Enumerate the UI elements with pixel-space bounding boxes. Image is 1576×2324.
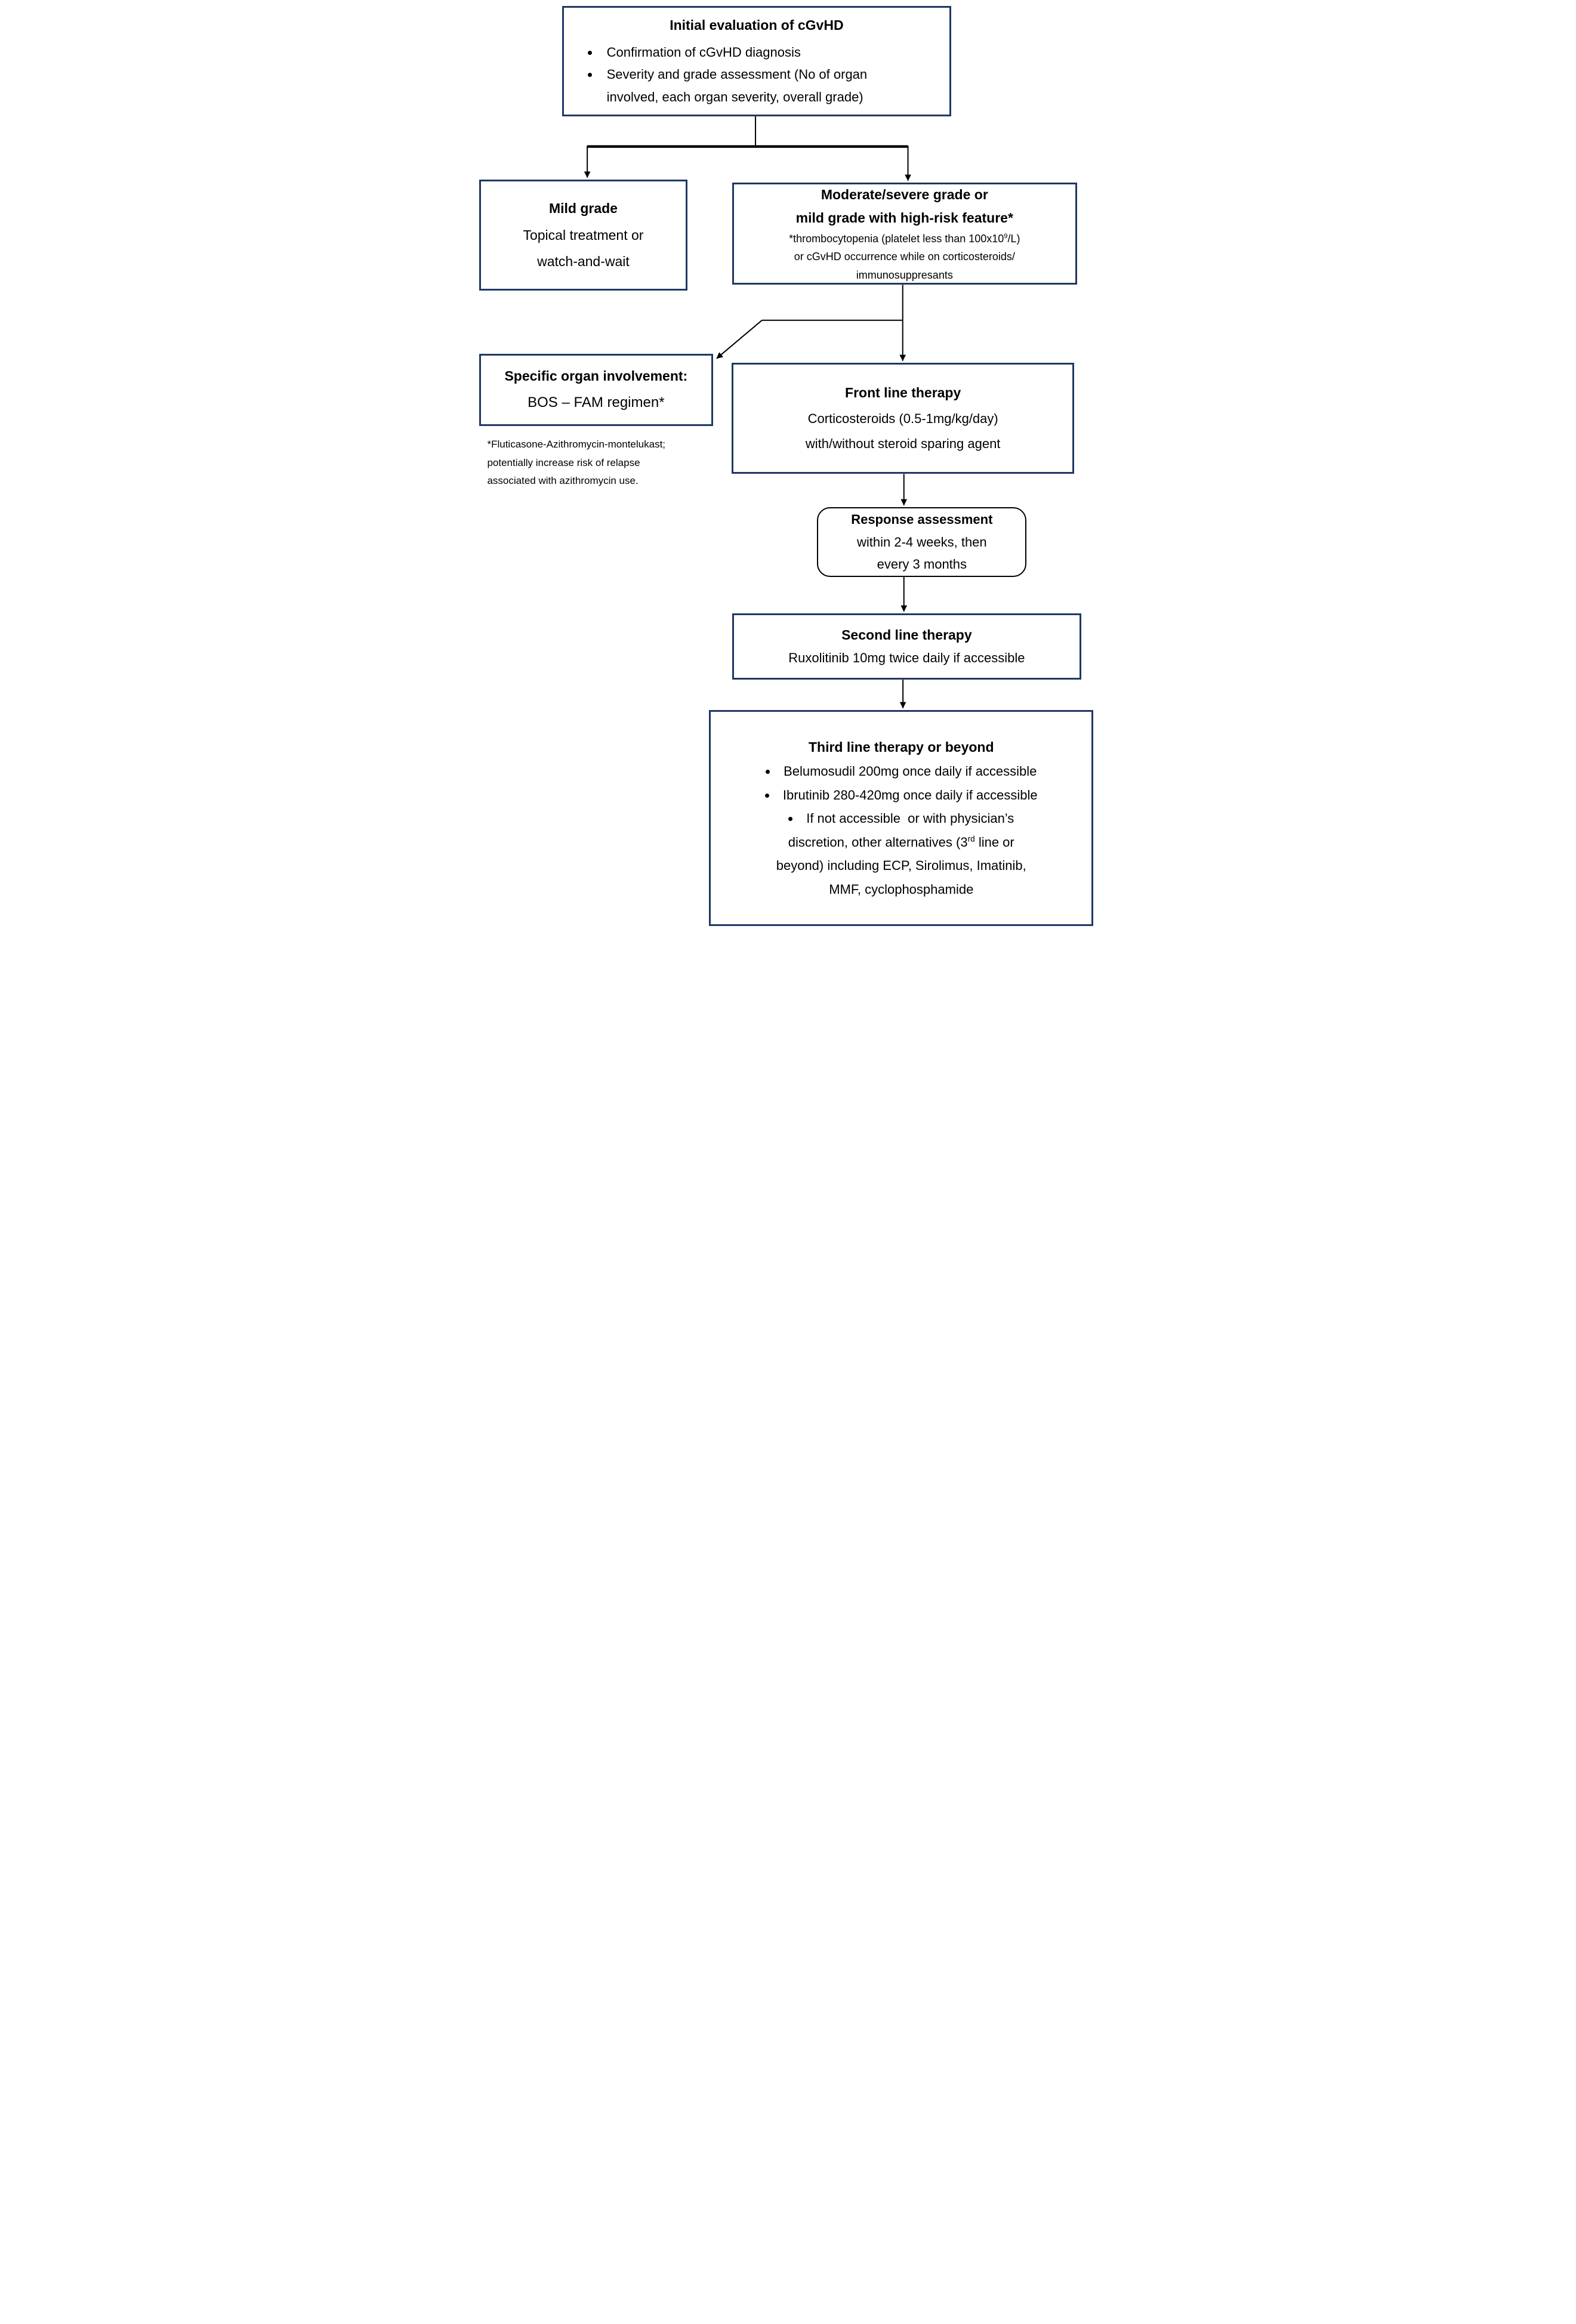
box-line: every 3 months [877,557,967,572]
box-title: Third line therapy or beyond [808,739,994,755]
bullet-text: Severity and grade assessment (No of org… [606,67,868,82]
line-text: discretion, other alternatives (3 [788,834,968,850]
third-line-bullet-list: Belumosudil 200mg once daily if accessib… [719,760,1083,831]
bullet-text: involved, each organ severity, overall g… [606,89,863,105]
superscript: 9 [1004,232,1008,240]
second-line-therapy-box: Second line therapy Ruxolitinib 10mg twi… [732,613,1082,680]
box-title: Response assessment [851,512,993,527]
note-text: *thrombocytopenia (platelet less than 10… [789,232,1004,245]
box-title: Moderate/severe grade or [821,186,988,202]
box-line: Ruxolitinib 10mg twice daily if accessib… [788,650,1025,666]
bullet-text: Belumosudil 200mg once daily if accessib… [784,763,1037,779]
mild-grade-box: Mild grade Topical treatment or watch-an… [479,179,688,291]
box-title: Specific organ involvement: [504,368,688,384]
list-item: Severity and grade assessment (No of org… [600,63,936,109]
connector-lines [584,116,911,709]
superscript: rd [967,834,975,844]
box-line: watch-and-wait [537,254,630,270]
bullet-text: Confirmation of cGvHD diagnosis [606,44,801,60]
note-text: /L) [1007,232,1020,245]
box-title: Mild grade [548,200,618,216]
box-line: Corticosteroids (0.5-1mg/kg/day) [807,411,998,427]
box-title: Second line therapy [841,627,972,643]
cgvhd-flowchart: Initial evaluation of cGvHD Confirmation… [473,0,1103,930]
moderate-severe-box: Moderate/severe grade or mild grade with… [732,182,1077,285]
response-assessment-box: Response assessment within 2-4 weeks, th… [817,507,1027,577]
box-title: Initial evaluation of cGvHD [670,17,844,33]
bullet-text: If not accessible or with physician’s [806,811,1014,826]
initial-evaluation-box: Initial evaluation of cGvHD Confirmation… [562,5,952,117]
box-line: BOS – FAM regimen* [528,394,665,411]
list-item: Confirmation of cGvHD diagnosis [600,41,936,64]
initial-bullet-list: Confirmation of cGvHD diagnosis Severity… [578,41,936,109]
line-text: line or [974,834,1014,850]
box-line: Topical treatment or [523,227,644,243]
box-line: with/without steroid sparing agent [805,436,1001,451]
third-line-therapy-box: Third line therapy or beyond Belumosudil… [709,710,1094,926]
box-note: *thrombocytopenia (platelet less than 10… [789,230,1020,248]
footnote-line: *Fluticasone-Azithromycin-montelukast; [487,438,666,450]
box-line: within 2-4 weeks, then [856,534,987,550]
bullet-text: Ibrutinib 280-420mg once daily if access… [782,787,1038,803]
box-title: mild grade with high-risk feature* [795,209,1013,226]
box-title: Front line therapy [845,385,961,401]
specific-organ-box: Specific organ involvement: BOS – FAM re… [479,353,714,427]
list-item: Ibrutinib 280-420mg once daily if access… [719,783,1083,807]
box-line: discretion, other alternatives (3rd line… [788,831,1014,854]
box-line: beyond) including ECP, Sirolimus, Imatin… [776,858,1026,874]
arrow-to-specific-organ [715,320,762,359]
box-note: immunosuppresants [856,268,953,281]
list-item: If not accessible or with physician’s [719,807,1083,831]
footnote-line: potentially increase risk of relapse [487,456,640,468]
box-note: or cGvHD occurrence while on corticoster… [794,251,1015,263]
list-item: Belumosudil 200mg once daily if accessib… [719,760,1083,783]
bos-footnote-text: *Fluticasone-Azithromycin-montelukast; p… [487,436,704,490]
box-line: MMF, cyclophosphamide [829,881,974,897]
front-line-therapy-box: Front line therapy Corticosteroids (0.5-… [732,362,1075,474]
footnote-line: associated with azithromycin use. [487,475,639,487]
